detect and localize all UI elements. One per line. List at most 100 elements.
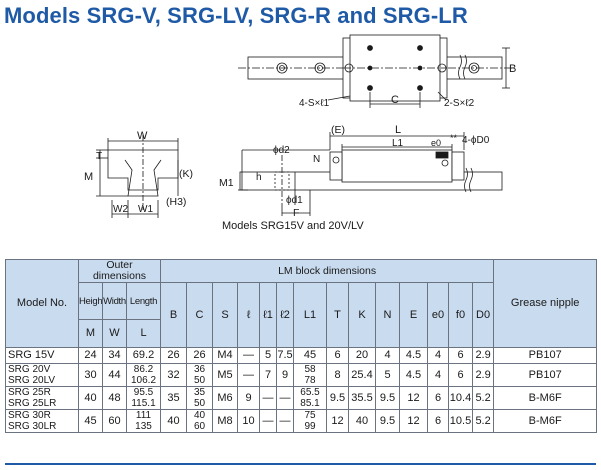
cell-n: 4 bbox=[375, 347, 400, 364]
front-view-rail bbox=[124, 159, 162, 197]
model-name: SRG 20LV bbox=[8, 375, 56, 386]
model-name: SRG 25LR bbox=[8, 398, 57, 409]
grease-nipple-header: Grease nipple bbox=[493, 259, 598, 348]
note-mark: ** bbox=[450, 133, 458, 143]
top-view bbox=[238, 34, 512, 108]
dim-d2-label: ϕd2 bbox=[273, 145, 290, 156]
cell-grease-nipple: PB107 bbox=[493, 347, 598, 364]
cell-l2-small: — bbox=[276, 409, 294, 433]
symbol-header: E bbox=[399, 282, 428, 348]
value: 65.5 bbox=[300, 387, 320, 399]
cell-m: 40 bbox=[78, 386, 103, 410]
block-mount-hole bbox=[417, 45, 423, 51]
rail-hole bbox=[468, 62, 480, 74]
cell-b: 40 bbox=[160, 409, 187, 433]
cell-w: 60 bbox=[102, 409, 127, 433]
symbol-header: ℓ2 bbox=[276, 282, 294, 348]
dim-n-label: N bbox=[313, 154, 320, 165]
dim-e0-label: e0 bbox=[431, 138, 441, 148]
dim-l1-label: L1 bbox=[392, 138, 404, 149]
rail-hole bbox=[317, 65, 323, 71]
cell-e: 4.5 bbox=[399, 347, 428, 364]
value: 115.1 bbox=[131, 398, 156, 409]
cell-l1-small: — bbox=[259, 409, 277, 433]
value: 85.1 bbox=[300, 398, 320, 409]
height-header: Height bbox=[78, 282, 103, 320]
model-name: SRG 20V bbox=[8, 364, 51, 376]
cell-w: 44 bbox=[102, 363, 127, 387]
cell-s: M4 bbox=[212, 347, 238, 364]
symbol-header: S bbox=[212, 282, 238, 348]
block-mount-hole bbox=[367, 45, 373, 51]
value: 36 bbox=[193, 364, 206, 376]
lm-block-dimensions-header: LM block dimensions bbox=[159, 259, 495, 283]
cell-w: 34 bbox=[102, 347, 127, 364]
front-view bbox=[96, 135, 179, 218]
model-cell: SRG 15V bbox=[5, 347, 79, 364]
cell-b: 35 bbox=[160, 386, 187, 410]
symbol-header: f0 bbox=[448, 282, 473, 348]
cell-grease-nipple: PB107 bbox=[493, 363, 598, 387]
dim-w-label: W bbox=[137, 130, 148, 142]
cell-d0: 2.9 bbox=[471, 347, 495, 364]
cell-n: 9.5 bbox=[375, 409, 400, 433]
model-name: SRG 30R bbox=[8, 410, 51, 422]
dim-d0-label: 4-ϕD0 bbox=[462, 135, 490, 146]
table-row: SRG 15V 24 34 69.2 26 26 M4 — 5 7.5 45 6… bbox=[5, 347, 598, 364]
page-title: Models SRG-V, SRG-LV, SRG-R and SRG-LR bbox=[4, 3, 468, 28]
block-mount-hole bbox=[417, 85, 423, 91]
cell-k: 40 bbox=[348, 409, 376, 433]
cell-d0: 5.2 bbox=[471, 409, 495, 433]
dim-h-label: h bbox=[256, 172, 262, 183]
cell-t: 9.5 bbox=[326, 386, 349, 410]
front-view-block bbox=[107, 149, 179, 191]
grease-nipple-hole bbox=[437, 63, 447, 73]
dim-l-label: L bbox=[395, 124, 401, 136]
dim-d1-label: ϕd1 bbox=[286, 195, 303, 206]
technical-drawing: B C 4-S×ℓ1 2-S×ℓ2 W T M (K) W2 W1 (H3) bbox=[84, 34, 516, 219]
cell-l1-small: — bbox=[259, 386, 277, 410]
value: 50 bbox=[193, 375, 206, 386]
symbol-header: M bbox=[78, 319, 103, 348]
cell-n: 9.5 bbox=[375, 386, 400, 410]
value: 58 bbox=[304, 364, 316, 376]
cell-l-small: 9 bbox=[237, 386, 260, 410]
value: 75 bbox=[304, 410, 316, 422]
symbol-header: D0 bbox=[471, 282, 495, 348]
cell-grease-nipple: B-M6F bbox=[493, 409, 598, 433]
dim-e-label: (E) bbox=[331, 124, 345, 136]
cell-l1: 45 bbox=[293, 347, 327, 364]
cell-l-small: — bbox=[237, 363, 260, 387]
value: 135 bbox=[135, 421, 152, 432]
dim-f-label: F bbox=[293, 207, 299, 219]
cell-l1-small: 7 bbox=[259, 363, 277, 387]
outer-dimensions-header: Outer dimensions bbox=[78, 259, 161, 283]
symbol-header: C bbox=[186, 282, 213, 348]
width-header: Width bbox=[102, 282, 127, 320]
cell-f0: 10.4 bbox=[448, 386, 473, 410]
dim-m-label: M bbox=[84, 171, 93, 183]
symbol-header: T bbox=[326, 282, 349, 348]
grease-nipple-hole bbox=[344, 63, 354, 73]
cell-l2-small: 7.5 bbox=[276, 347, 294, 364]
value: 95.5 bbox=[133, 387, 154, 399]
value: 35 bbox=[193, 387, 206, 399]
cell-m: 24 bbox=[78, 347, 103, 364]
dim-h3-label: (H3) bbox=[166, 196, 186, 208]
cell-b: 32 bbox=[160, 363, 187, 387]
cell-s: M5 bbox=[212, 363, 238, 387]
symbol-header: ℓ1 bbox=[259, 282, 277, 348]
cell-l-small: 10 bbox=[237, 409, 260, 433]
length-header: Length bbox=[126, 282, 161, 320]
